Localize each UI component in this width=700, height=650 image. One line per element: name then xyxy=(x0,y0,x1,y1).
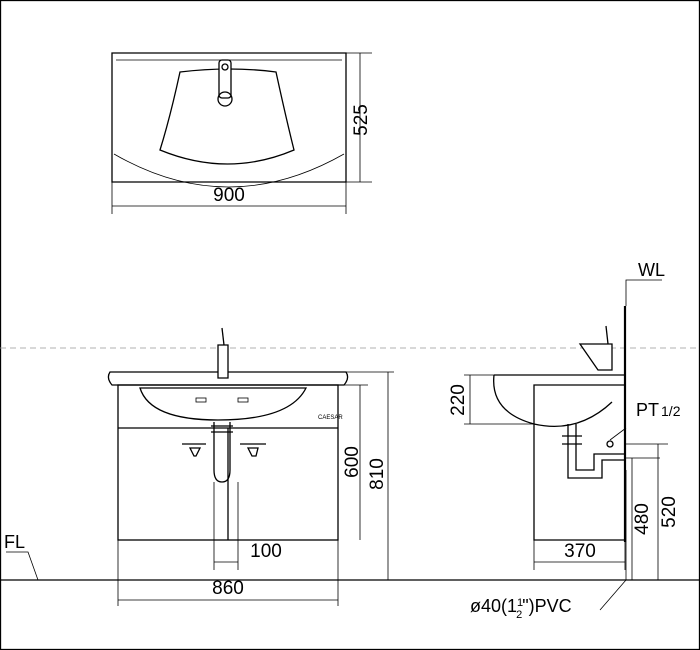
dim-810-label: 810 xyxy=(367,458,388,490)
front-view: CAESAR 100 600 810 860 xyxy=(107,327,394,606)
left-door-handle-icon xyxy=(182,443,206,457)
floor-label: FL xyxy=(4,532,25,552)
dim-525-label: 525 xyxy=(351,104,372,136)
wall-label: WL xyxy=(638,260,665,280)
drain-pipe-front xyxy=(213,422,231,483)
drain-pipe-main: ø40(1 xyxy=(470,596,517,616)
faucet-side-icon xyxy=(578,343,613,371)
drain-trap-side xyxy=(567,424,626,479)
dim-100-line xyxy=(213,482,239,570)
dim-860-line xyxy=(117,540,339,606)
dim-900-label: 900 xyxy=(213,185,245,206)
dim-370-line xyxy=(533,540,626,570)
supply-leader xyxy=(609,427,627,441)
right-door-handle-icon xyxy=(240,443,266,457)
cabinet-doors xyxy=(118,427,338,540)
dim-370-label: 370 xyxy=(564,541,596,562)
dim-860-label: 860 xyxy=(212,578,244,599)
drain-fittings-side xyxy=(562,435,582,445)
top-view: 525 900 xyxy=(111,52,372,214)
supply-label-main: PT xyxy=(636,400,659,420)
drain-pipe-frac-den: 2 xyxy=(516,609,522,621)
dim-480-label: 480 xyxy=(632,503,653,535)
dim-900-line xyxy=(111,182,347,214)
dim-600-label: 600 xyxy=(342,446,363,478)
basin-bowl-top xyxy=(159,68,295,165)
basin-side-bowl xyxy=(493,374,613,427)
dim-810-line xyxy=(346,371,394,580)
pvc-leader xyxy=(599,470,627,611)
dim-520-line xyxy=(626,443,668,580)
dim-100-label: 100 xyxy=(250,541,282,562)
cabinet-side xyxy=(494,374,626,541)
dim-525-line xyxy=(346,52,372,183)
dim-600-line xyxy=(338,384,368,540)
supply-valve-icon xyxy=(606,440,614,448)
overflow-right-icon xyxy=(237,397,249,403)
overflow-left-icon xyxy=(195,397,207,403)
wl-leader xyxy=(625,279,662,306)
dim-520-label: 520 xyxy=(659,496,680,528)
faucet-top-icon xyxy=(218,59,232,99)
faucet-knob-icon xyxy=(221,63,229,71)
dim-220-line xyxy=(464,374,534,425)
faucet-front-icon xyxy=(217,344,229,379)
supply-label-size: 1/2 xyxy=(661,403,681,419)
faucet-lever-icon xyxy=(221,327,225,346)
fl-leader xyxy=(6,551,39,581)
faucet-side-lever-icon xyxy=(605,325,609,345)
basin-top-front-curve xyxy=(113,153,345,188)
drain-fittings-front xyxy=(211,425,233,433)
drain-top-icon xyxy=(217,91,233,107)
basin-bowl-front xyxy=(139,387,308,421)
drain-pipe-frac-num: 1 xyxy=(517,597,523,609)
drain-pipe-suffix: ")PVC xyxy=(522,596,571,616)
brand-label: CAESAR xyxy=(318,415,343,421)
dim-480-line xyxy=(626,457,660,580)
dim-220-label: 220 xyxy=(448,384,469,416)
